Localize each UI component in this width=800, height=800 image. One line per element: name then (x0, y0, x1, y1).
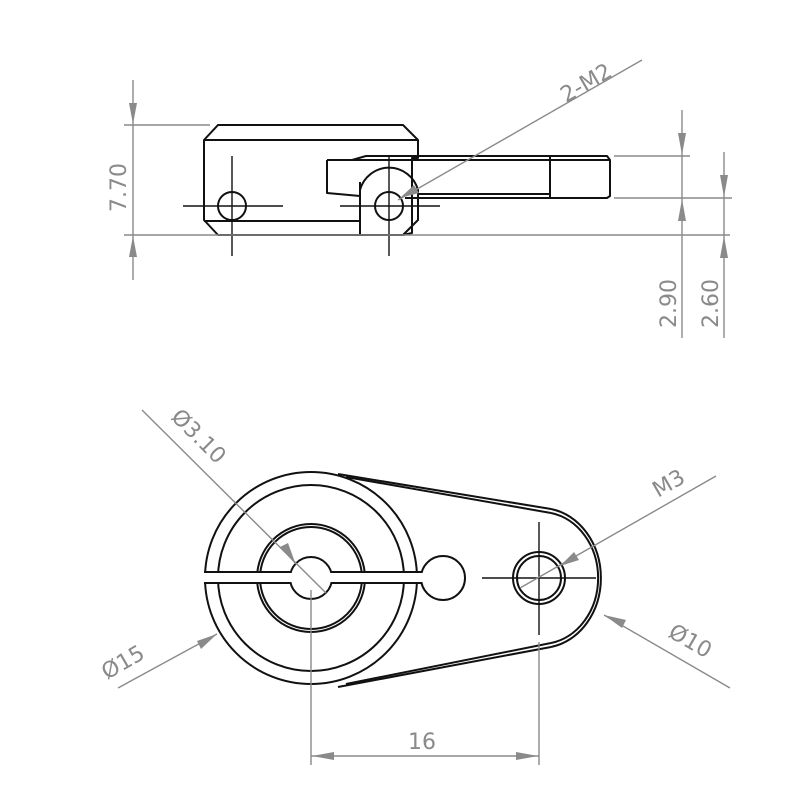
hole-spacing-label: 16 (408, 730, 436, 755)
arrow-icon (678, 133, 686, 155)
arrow-icon (720, 175, 728, 197)
arrow-icon (129, 236, 137, 257)
clamp-boss (359, 166, 419, 236)
arm-edge-top-inner (345, 476, 552, 514)
arrow-icon (560, 552, 579, 566)
leader-2-M2 (397, 59, 643, 201)
arrow-icon (129, 103, 137, 124)
hub-diameter-label: Ø15 (98, 641, 150, 685)
leader-end-radius (603, 614, 731, 689)
arrow-icon (516, 752, 538, 760)
arrow-icon (604, 615, 626, 628)
leader-center-bore (141, 409, 327, 594)
top-view: Ø3.10 Ø15 M3 Ø10 16 (98, 405, 731, 765)
arrow-icon (400, 185, 419, 198)
arm-edge-top (337, 473, 552, 510)
dim-overall-height-label: 7.70 (107, 163, 132, 212)
arrow-icon (312, 752, 334, 760)
arrow-icon (280, 543, 296, 565)
side-view: 7.70 2-M2 2.90 2.60 (107, 59, 732, 338)
arm-outline (327, 155, 611, 199)
hub (203, 471, 466, 685)
end-hole-label: M3 (649, 465, 690, 503)
dim-arm-offset-b-label: 2.60 (699, 279, 724, 328)
arrow-icon (197, 634, 217, 649)
relief-slot-gap (418, 573, 428, 582)
arm-rounded-end (550, 508, 602, 648)
arm-rounded-end-inner (550, 512, 600, 644)
arrow-icon (720, 236, 728, 258)
hub-body-outline (203, 124, 419, 236)
dim-arm-offset-a-label: 2.90 (657, 279, 682, 328)
arm-edge-bottom-inner (345, 642, 552, 685)
leader-m3 (519, 475, 717, 589)
arm-back-end (326, 160, 361, 197)
hole-callout-label: 2-M2 (557, 59, 617, 108)
end-radius-label: Ø10 (664, 620, 716, 664)
center-bore-label: Ø3.10 (166, 405, 231, 470)
arm-edge-bottom (337, 646, 552, 688)
arrow-icon (678, 199, 686, 221)
